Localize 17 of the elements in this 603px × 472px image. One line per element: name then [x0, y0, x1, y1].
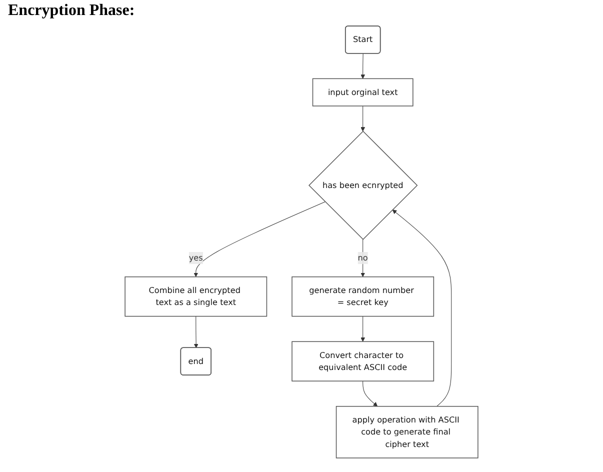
node-box: generate random number = secret key	[292, 276, 434, 317]
arrow	[360, 316, 366, 342]
arrow	[360, 106, 366, 132]
arrow	[360, 239, 366, 278]
arrow	[194, 316, 198, 348]
arrow	[362, 380, 378, 407]
arrow	[392, 210, 452, 407]
node-box: input orginal text	[312, 78, 414, 106]
node-box: Convert character to equivalent ASCII code	[292, 341, 434, 382]
node-box: Combine all encrypted text as a single text	[124, 276, 268, 317]
node-box: apply operation with ASCII code to generate final cipher text	[336, 406, 478, 458]
edge-label: no	[358, 253, 368, 263]
edge-label: yes	[188, 253, 203, 263]
diagram-title: Encryption Phase:	[8, 2, 136, 20]
arrow	[194, 202, 326, 278]
arrow	[360, 53, 366, 79]
node-diamond: has been ecnrypted	[308, 130, 418, 240]
